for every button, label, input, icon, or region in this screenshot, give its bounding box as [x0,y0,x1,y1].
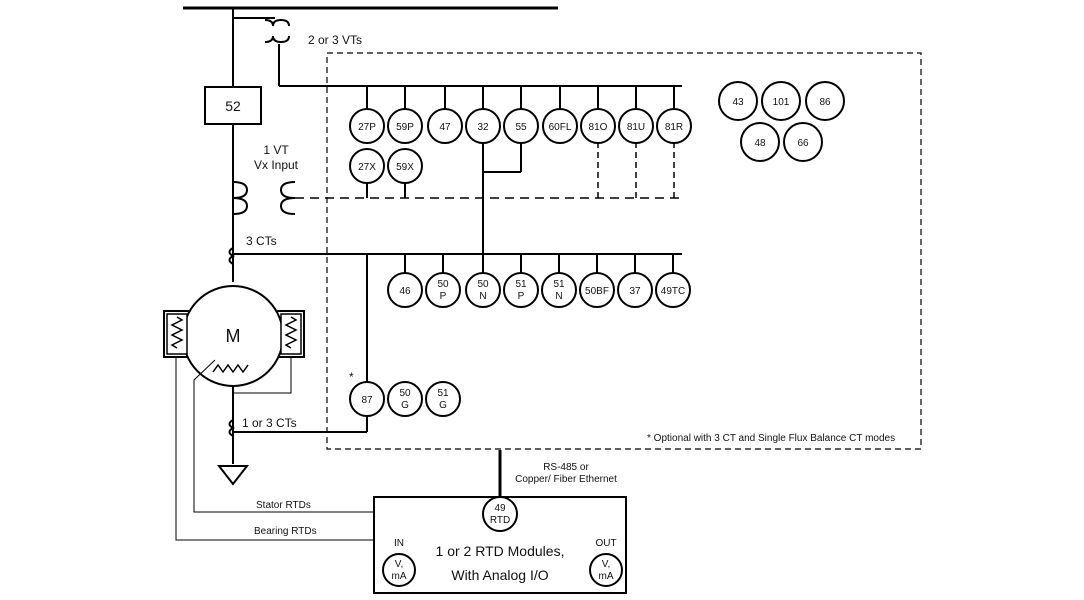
svg-text:N: N [555,291,562,302]
relay-47: 47 [427,108,463,144]
relay-101: 101 [761,81,801,121]
relay-51p: 51P [503,272,539,308]
relay-51g: 51G [425,381,461,417]
svg-text:mA: mA [392,571,407,582]
motor-label: M [226,326,241,346]
svg-text:81R: 81R [665,122,683,133]
relay-81o: 81O [580,108,616,144]
ground-ct-coil-icon [228,419,236,437]
svg-text:G: G [401,400,409,411]
relay-49tc: 49TC [655,272,691,308]
relay-50g: 50G [387,381,423,417]
svg-text:50BF: 50BF [585,286,609,297]
relay-37: 37 [617,272,653,308]
svg-text:59P: 59P [396,122,414,133]
relay-86: 86 [805,81,845,121]
motor-symbol [163,285,305,387]
breaker-box [204,86,262,125]
asterisk-note: * [349,370,354,384]
relay-60fl: 60FL [542,108,578,144]
relay-81r: 81R [656,108,692,144]
analog-out-port: V,mA [589,553,623,587]
vt-label-line1: 1 VT [263,143,289,157]
rtd-module-line2: With Analog I/O [451,567,548,583]
relay-43: 43 [718,81,758,121]
svg-text:G: G [439,400,447,411]
svg-text:27X: 27X [358,162,376,173]
ground-cts-label: 1 or 3 CTs [242,416,297,430]
footnote: * Optional with 3 CT and Single Flux Bal… [647,433,895,444]
bearing-rtds-label: Bearing RTDs [254,526,317,537]
cts-label: 3 CTs [246,234,277,248]
svg-text:27P: 27P [358,122,376,133]
svg-text:V,: V, [602,559,611,570]
relay-59x: 59X [387,148,423,184]
relay-50bf: 50BF [579,272,615,308]
svg-text:43: 43 [732,97,744,108]
svg-text:49: 49 [494,503,506,514]
stator-rtds-label: Stator RTDs [256,500,311,511]
svg-text:51: 51 [437,388,449,399]
svg-text:66: 66 [797,138,809,149]
svg-text:N: N [479,291,486,302]
svg-text:55: 55 [515,122,527,133]
svg-text:P: P [518,291,525,302]
relay-27p: 27P [349,108,385,144]
relay-81u: 81U [618,108,654,144]
svg-text:81U: 81U [627,122,645,133]
relay-55: 55 [503,108,539,144]
analog-in-port: V,mA [382,553,416,587]
svg-text:mA: mA [599,571,614,582]
relay-32: 32 [465,108,501,144]
svg-text:59X: 59X [396,162,414,173]
svg-text:101: 101 [773,97,790,108]
svg-text:81O: 81O [589,122,608,133]
ground-icon [216,465,250,486]
svg-text:V,: V, [395,559,404,570]
svg-text:50: 50 [437,279,449,290]
svg-text:60FL: 60FL [549,122,572,133]
svg-text:50: 50 [477,279,489,290]
in-label: IN [394,538,404,549]
comm-label-line1: RS-485 or [543,462,589,473]
relay-66: 66 [783,122,823,162]
relay-27x: 27X [349,148,385,184]
svg-text:47: 47 [439,122,451,133]
svg-text:49TC: 49TC [661,286,685,297]
svg-text:48: 48 [754,138,766,149]
svg-text:51: 51 [553,279,565,290]
relay-46: 46 [387,272,423,308]
svg-text:86: 86 [819,97,831,108]
relay-48: 48 [740,122,780,162]
relay-51n: 51N [541,272,577,308]
comm-label-line2: Copper/ Fiber Ethernet [515,474,617,485]
relay-enclosure [326,52,922,450]
svg-text:P: P [440,291,447,302]
svg-text:RTD: RTD [490,515,510,526]
relay-50n: 50N [465,272,501,308]
svg-text:50: 50 [399,388,411,399]
rtd-module-line1: 1 or 2 RTD Modules, [436,543,565,559]
svg-text:37: 37 [629,286,641,297]
breaker-label: 52 [225,98,241,114]
svg-text:32: 32 [477,122,489,133]
relay-50p: 50P [425,272,461,308]
vts-label: 2 or 3 VTs [308,33,362,47]
relay-59p: 59P [387,108,423,144]
svg-text:51: 51 [515,279,527,290]
ct-coil-icon [228,247,236,265]
vt-label-line2: Vx Input [254,158,299,172]
svg-text:87: 87 [361,395,373,406]
vt-transformer-icon [233,17,682,87]
relay-87: 87 [349,381,385,417]
out-label: OUT [595,538,616,549]
svg-text:46: 46 [399,286,411,297]
vx-vt-icon [232,181,296,215]
